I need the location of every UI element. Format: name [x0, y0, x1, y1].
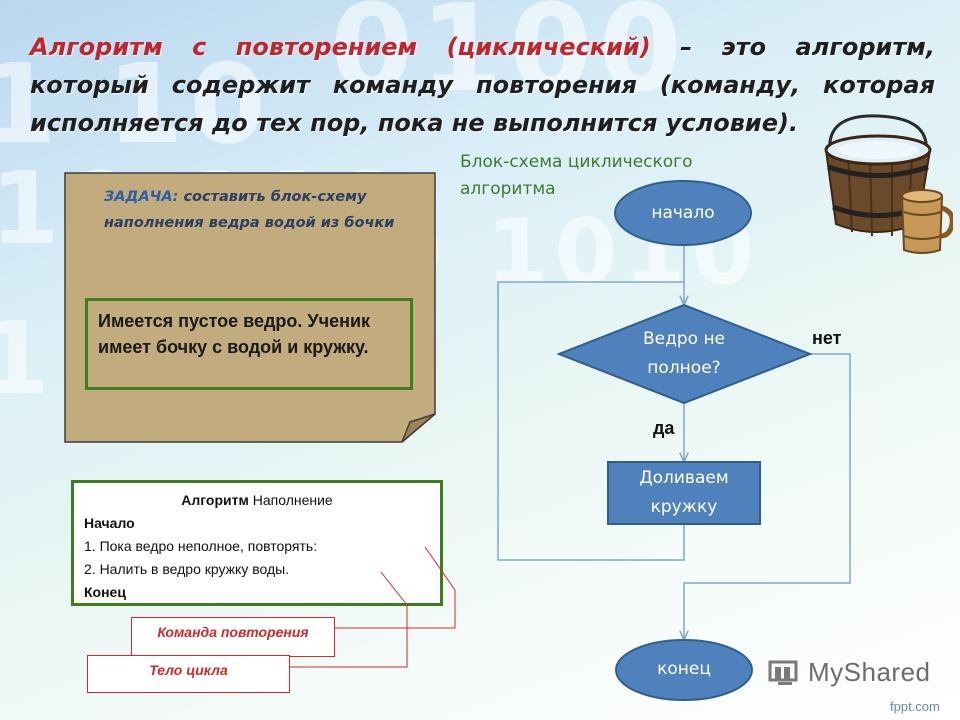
algorithm-end: Конец: [84, 584, 126, 600]
connector-loop-body: [290, 571, 408, 668]
arrow-no-to-end: [684, 353, 851, 640]
title-term: Алгоритм с повторением (циклический): [30, 33, 651, 61]
flowchart-end-text: конец: [657, 659, 711, 679]
algorithm-title: Алгоритм Наполнение: [84, 489, 430, 512]
flowchart-no-label: нет: [812, 328, 842, 348]
flowchart-action-text: Доливаем кружку: [639, 468, 729, 517]
myshared-watermark: MyShared: [808, 657, 931, 687]
algorithm-start: Начало: [84, 515, 135, 531]
flowchart-yes-label: да: [653, 418, 675, 438]
flowchart-start-text: начало: [651, 203, 715, 223]
task-label: ЗАДАЧА:: [104, 189, 179, 205]
given-conditions-box: Имеется пустое ведро. Ученик имеет бочку…: [85, 298, 413, 390]
callout-connectors: [290, 546, 456, 668]
callout-repeat-command: Команда повторения: [131, 617, 335, 657]
algorithm-step-2: 2. Налить в ведро кружку воды.: [84, 561, 290, 577]
algorithm-box: Алгоритм Наполнение Начало 1. Пока ведро…: [71, 480, 443, 606]
algorithm-step-1: 1. Пока ведро неполное, повторять:: [84, 538, 318, 554]
bucket-and-mug-illustration: [824, 114, 953, 254]
task-card: [64, 172, 436, 443]
flowchart-end-block: [615, 639, 753, 701]
callout-loop-body: Тело цикла: [87, 655, 290, 693]
task-description: ЗАДАЧА: составить блок-схему наполнения …: [104, 184, 424, 236]
task-card-shape: [64, 172, 436, 443]
flowchart-start-block: [614, 180, 752, 246]
footer-source: fppt.com: [890, 699, 940, 714]
task-text: составить блок-схему наполнения ведра во…: [104, 189, 395, 231]
flowchart-condition-text: Ведро не полное?: [642, 329, 726, 378]
algorithm-title-name: Наполнение: [248, 492, 333, 508]
flowchart-condition-block: [556, 303, 813, 405]
title-definition: – это алгоритм, который содержит команду…: [30, 33, 935, 137]
connector-repeat-command: [335, 546, 456, 629]
flowchart-caption: Блок-схема циклического алгоритма: [460, 152, 693, 199]
algorithm-title-bold: Алгоритм: [181, 492, 249, 508]
myshared-logo-icon: [768, 660, 798, 685]
flowchart-action-block: [607, 461, 761, 525]
loop-back-line: [497, 281, 685, 561]
slide-title: Алгоритм с повторением (циклический) – э…: [30, 28, 935, 142]
